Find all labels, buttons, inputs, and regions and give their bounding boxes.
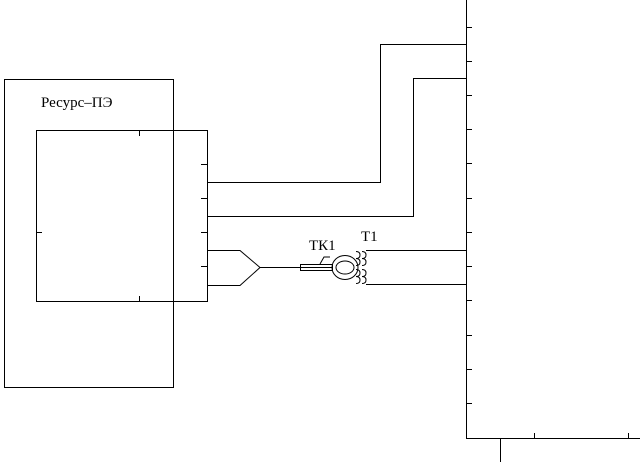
transformer-symbol — [331, 251, 367, 284]
terminal-block — [36, 130, 208, 302]
device-enclosure — [4, 79, 174, 388]
right-terminal-strip — [466, 0, 640, 462]
transformer-label: Т1 — [361, 229, 378, 245]
wire-2 — [208, 78, 466, 217]
device-label: Ресурс–ПЭ — [41, 95, 113, 111]
wire-1 — [208, 44, 466, 183]
terminal-ticks — [36, 130, 208, 302]
sensor-label: ТК1 — [309, 238, 336, 254]
sensor-pair-wire — [208, 250, 261, 286]
thermocouple-probe — [300, 256, 333, 271]
